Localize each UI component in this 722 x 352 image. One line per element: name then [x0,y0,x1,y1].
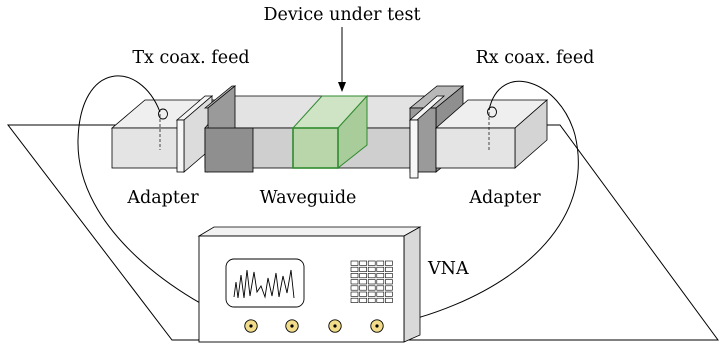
button-grid-icon [350,260,393,303]
keypad-button [359,260,367,266]
keypad-button [385,297,393,303]
keypad-button [359,273,367,279]
vna-label: VNA [427,259,469,279]
keypad-button [385,260,393,266]
keypad-button [367,291,376,297]
vna-port-center [375,324,379,328]
left-adapter-label: Adapter [126,188,199,208]
keypad-button [385,279,393,285]
right-thin-flange [408,95,446,179]
keypad-button [350,285,359,291]
keypad-button [367,273,376,279]
keypad-button [376,291,385,297]
keypad-button [385,273,393,279]
keypad-button [385,266,393,272]
keypad-button [350,273,359,279]
right-adapter-label: Adapter [468,188,541,208]
right-adapter [434,99,549,169]
tx-coax-cable [77,75,251,328]
left-dark-flange [203,85,254,173]
vna-instrument [197,226,422,343]
vna-screen [225,258,305,308]
keypad-button [350,266,359,272]
keypad-button [350,297,359,303]
dut-pointer-arrow [338,27,346,92]
keypad-button [359,297,367,303]
keypad-button [385,285,393,291]
device-under-test [291,94,369,170]
keypad-button [367,279,376,285]
keypad-button [359,279,367,285]
keypad-button [367,297,376,303]
rx-feed-label: Rx coax. feed [476,48,595,68]
vna-port-center [249,324,253,328]
tx-connector-icon [158,108,168,120]
keypad-button [376,285,385,291]
keypad-button [376,260,385,266]
tx-feed-label: Tx coax. feed [132,48,249,68]
keypad-button [376,273,385,279]
keypad-button [359,266,367,272]
keypad-button [385,291,393,297]
vna-port-center [290,324,294,328]
keypad-button [350,279,359,285]
vna-ports [244,319,384,333]
keypad-button [359,285,367,291]
waveform-display-icon [233,269,295,299]
waveguide-label: Waveguide [260,188,357,208]
vna-port-center [333,324,337,328]
keypad-button [359,291,367,297]
keypad-button [376,297,385,303]
keypad-button [367,285,376,291]
keypad-button [367,260,376,266]
keypad-button [350,291,359,297]
keypad-button [367,266,376,272]
keypad-button [376,279,385,285]
rx-coax-cable [377,81,579,328]
dut-label: Device under test [263,5,420,25]
rx-connector-icon [487,106,497,118]
keypad-button [350,260,359,266]
keypad-button [376,266,385,272]
